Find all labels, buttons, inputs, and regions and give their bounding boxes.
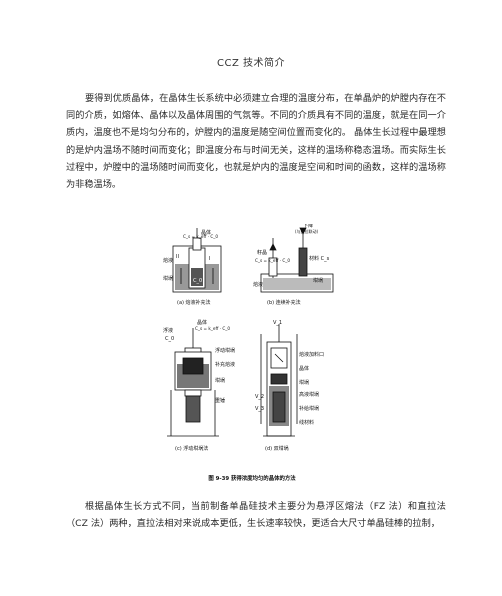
label-b-crucible: 坩埚 [313, 277, 323, 284]
figure-crystal-growth-methods: 晶体 C_s = k_eff · C_0 熔液 坩埚 I II C_0 (a) … [163, 222, 341, 485]
panel-b-label: (b) 连续补充法 [267, 299, 301, 306]
panel-a-diagram [172, 228, 222, 293]
label-b-seed: 籽晶 [257, 249, 267, 256]
label-c-floating-crucible: 浮动坩埚 [215, 347, 235, 354]
label-a-c0: C_0 [193, 278, 202, 284]
label-c-crucible: 坩埚 [215, 377, 225, 384]
label-d-crystal: 晶体 [299, 365, 309, 372]
label-c-replenish: 补充熔液 [215, 361, 235, 368]
label-a-region-1: I [209, 256, 210, 262]
label-d-supply-crucible: 补给坩埚 [299, 405, 319, 412]
label-a-region-2: II [176, 254, 179, 260]
label-c-weight: 重锤 [215, 397, 225, 404]
label-b-melt: 熔液 [253, 281, 263, 288]
paragraph-growth-methods: 根据晶体生长方式不同，当前制备单晶硅技术主要分为悬浮区熔法（FZ 法）和直拉法（… [66, 501, 446, 530]
figure-diagram: 晶体 C_s = k_eff · C_0 熔液 坩埚 I II C_0 (a) … [163, 222, 334, 452]
label-b-formula: C_s = k_eff · C_0 [255, 258, 290, 263]
panel-c-diagram [167, 328, 219, 437]
panel-d-diagram [260, 324, 298, 437]
label-c-c0: C_0 [165, 336, 174, 342]
document-title: CCZ 技术简介 [217, 58, 285, 69]
label-b-material: 材料 C_s [309, 255, 330, 262]
label-c-crystal: 晶体 [197, 319, 207, 326]
panel-d-label: (d) 双坩埚 [265, 445, 289, 452]
label-d-feed-port: 熔液加料口 [299, 351, 324, 358]
label-d-v2: V_2 [255, 394, 264, 400]
panel-b-diagram [260, 227, 334, 293]
label-a-crystal: 晶体 [201, 229, 211, 236]
label-c-float-melt: 浮液 [163, 327, 173, 334]
label-d-wire-material: 线材料 [299, 419, 314, 426]
panel-a-label: (a) 熔液补充法 [177, 299, 211, 306]
label-c-formula: C_s = k_eff · C_0 [195, 326, 230, 331]
label-b-lowering: 下降 [303, 224, 313, 229]
label-a-melt: 熔液 [163, 257, 173, 264]
panel-c-label: (c) 浮动坩埚法 [175, 445, 208, 452]
label-d-v3: V_3 [255, 406, 264, 412]
label-b-linked: (与提拉联动) [295, 228, 319, 234]
paragraph-temperature-field: 要得到优质晶体，在晶体生长系统中必须建立合理的温度分布，在单晶炉的炉膛内存在不同… [66, 93, 446, 191]
label-d-high-crucible: 高液坩埚 [299, 391, 319, 398]
label-a-crucible: 坩埚 [163, 275, 173, 282]
figure-caption: 图 9-39 获得浓度均匀的晶体的方法 [208, 476, 296, 482]
label-d-v1: V_1 [273, 320, 282, 326]
label-d-crucible: 坩埚 [299, 379, 309, 386]
label-a-formula: C_s = k_eff · C_0 [183, 234, 218, 239]
